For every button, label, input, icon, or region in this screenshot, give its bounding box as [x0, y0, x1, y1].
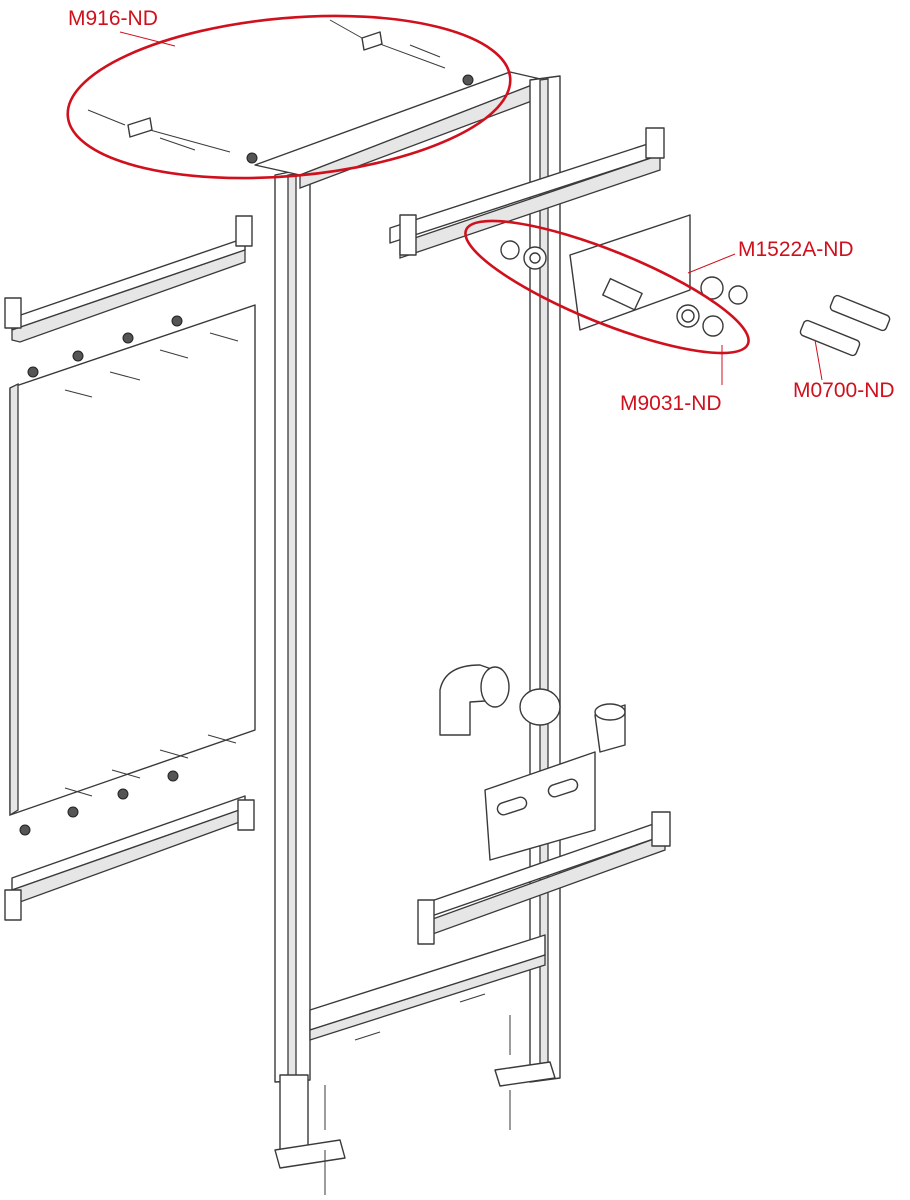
left-top-rail	[4, 215, 253, 343]
leader-extension	[814, 339, 823, 381]
drain-fittings	[439, 664, 626, 753]
leader-top-fixings	[119, 31, 176, 47]
label-nut-washer-set: M9031-ND	[620, 392, 722, 415]
leader-connection-piece	[687, 253, 736, 274]
label-connection-piece: M1522A-ND	[738, 238, 854, 261]
top-fixing-set	[87, 19, 474, 164]
left-bottom-rail	[4, 795, 255, 921]
mounting-plate	[484, 214, 691, 861]
highlight-top-fixings	[66, 14, 512, 180]
right-lower-rail	[417, 811, 671, 945]
label-extension: M0700-ND	[793, 379, 895, 402]
nut-washer-set	[500, 240, 748, 337]
floor-bolts	[324, 993, 511, 1195]
label-top-fixings: M916-ND	[68, 7, 158, 30]
extension-pieces	[799, 294, 891, 357]
highlight-nut-washer-set	[464, 219, 750, 355]
wall-panel	[9, 304, 256, 817]
panel-screws	[19, 315, 239, 836]
